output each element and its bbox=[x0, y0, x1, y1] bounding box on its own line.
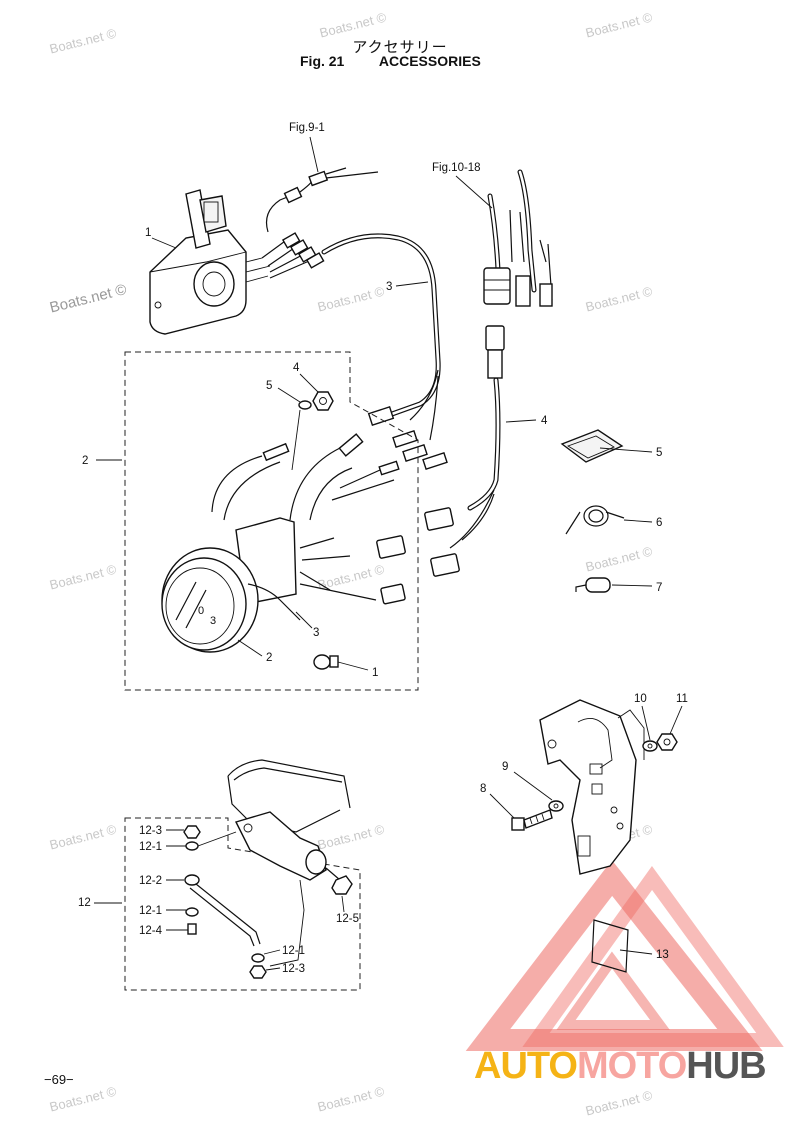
callout-12-1-top: 12-1 bbox=[139, 841, 162, 853]
washer-10 bbox=[642, 740, 658, 752]
kit-boundary bbox=[124, 817, 361, 991]
callout-12-4: 12-4 bbox=[139, 925, 163, 937]
logo-part-moto: MOTO bbox=[576, 1045, 687, 1087]
leader-line bbox=[263, 949, 281, 955]
ref-label-fig-10-18: Fig.10-18 bbox=[432, 162, 481, 174]
brand-logo-text: AUTOMOTOHUB bbox=[474, 1045, 767, 1088]
callout-3-meter-cable: 3 bbox=[313, 627, 319, 639]
callout-3-harness: 3 bbox=[386, 281, 392, 293]
leader-line bbox=[505, 419, 537, 423]
callout-2-meter: 2 bbox=[266, 652, 272, 664]
bulb bbox=[313, 654, 369, 671]
callout-11-nut: 11 bbox=[676, 693, 688, 705]
callout-12-kit: 12 bbox=[78, 897, 91, 909]
callout-5-washer: 5 bbox=[266, 380, 272, 392]
callout-13-decal: 13 bbox=[656, 949, 669, 961]
leader-line bbox=[489, 793, 515, 819]
leader-line bbox=[299, 373, 319, 393]
figure-name: ACCESSORIES bbox=[378, 53, 481, 69]
washer-9 bbox=[548, 800, 564, 812]
leader-line bbox=[341, 895, 345, 913]
plug-part bbox=[575, 577, 653, 593]
nut-11 bbox=[656, 733, 678, 751]
callout-9-washer: 9 bbox=[502, 761, 508, 773]
logo-triangle-mark bbox=[465, 860, 784, 1051]
remote-box-connectors bbox=[261, 167, 379, 279]
leader-line bbox=[277, 387, 301, 403]
callout-1-remote: 1 bbox=[145, 227, 151, 239]
pad-part bbox=[560, 429, 653, 463]
remote-control-box bbox=[149, 189, 271, 335]
main-harness-cable bbox=[321, 233, 448, 471]
leader-line bbox=[151, 237, 177, 249]
leader-line bbox=[641, 705, 651, 741]
callout-6-spring: 6 bbox=[656, 517, 662, 529]
callout-4: 4 bbox=[541, 415, 548, 427]
leader-line bbox=[295, 611, 313, 629]
leader-line bbox=[265, 967, 281, 971]
ref-label-fig-9-1: Fig.9-1 bbox=[289, 122, 325, 134]
callout-7-plug: 7 bbox=[656, 582, 662, 594]
svg-text:0: 0 bbox=[198, 605, 204, 617]
callout-5-pad: 5 bbox=[656, 447, 662, 459]
ref-leader-fig-9-1 bbox=[309, 136, 319, 173]
callout-2-assembly: 2 bbox=[82, 455, 88, 467]
callout-12-3-bottom: 12-3 bbox=[282, 963, 305, 975]
ref-leader-fig-10-18 bbox=[455, 175, 493, 209]
figure-number: Fig. 21 bbox=[300, 53, 345, 69]
leader-line bbox=[237, 639, 263, 657]
callout-12-2: 12-2 bbox=[139, 875, 162, 887]
kit-rod bbox=[184, 874, 267, 979]
callout-12-1-mid: 12-1 bbox=[139, 905, 162, 917]
mounting-bracket bbox=[539, 699, 645, 875]
page-number: −69− bbox=[44, 1072, 74, 1087]
svg-text:3: 3 bbox=[210, 615, 216, 627]
nut-and-washer bbox=[291, 391, 334, 471]
callout-12-1-bottom: 12-1 bbox=[282, 945, 305, 957]
meter-gauge: 0 3 bbox=[161, 433, 406, 653]
callout-10-washer: 10 bbox=[634, 693, 647, 705]
callout-1-bulb: 1 bbox=[372, 667, 378, 679]
figure-title: Fig. 21 ACCESSORIES bbox=[300, 53, 481, 69]
meter-assembly-boundary bbox=[124, 351, 419, 691]
callout-12-5: 12-5 bbox=[336, 913, 359, 925]
title-japanese: アクセサリー bbox=[352, 38, 448, 56]
callout-12-3-top: 12-3 bbox=[139, 825, 162, 837]
logo-part-hub: HUB bbox=[686, 1045, 766, 1087]
leader-line bbox=[513, 771, 553, 801]
spring-part bbox=[565, 505, 653, 535]
logo-part-auto: AUTO bbox=[474, 1045, 578, 1087]
kit-bracket bbox=[234, 811, 353, 967]
bolt-8 bbox=[511, 809, 553, 831]
leader-line bbox=[395, 281, 429, 287]
engine-cable-group bbox=[483, 169, 553, 307]
callout-4-nut: 4 bbox=[293, 362, 300, 374]
leader-line bbox=[669, 705, 683, 735]
extension-harness bbox=[424, 325, 505, 577]
decal-13 bbox=[591, 919, 653, 973]
callout-8-bolt: 8 bbox=[480, 783, 486, 795]
